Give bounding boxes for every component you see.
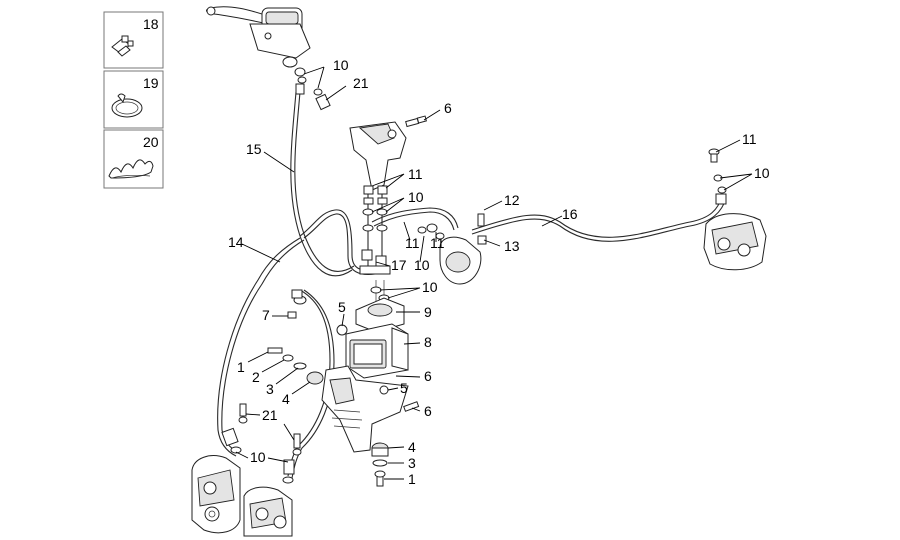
callout-1-left: 1	[237, 359, 245, 375]
callout-12: 12	[504, 192, 520, 208]
front-caliper-fittings	[221, 403, 302, 484]
rear-caliper	[703, 148, 767, 271]
abs-control-unit	[345, 297, 409, 379]
callout-19: 19	[143, 75, 159, 91]
callout-18: 18	[143, 16, 159, 32]
callout-6-top: 6	[444, 100, 452, 116]
cable-guide-icon	[108, 159, 154, 179]
abs-lower-bracket	[321, 365, 420, 453]
callout-4-bottom: 4	[408, 439, 416, 455]
callout-10-center: 10	[414, 257, 430, 273]
callout-11-center: 11	[405, 235, 420, 251]
callout-4-left: 4	[282, 391, 290, 407]
callout-11-pump: 11	[430, 235, 445, 251]
callout-6-mid: 6	[424, 368, 432, 384]
silent-block-stack	[371, 442, 389, 487]
banjo-fittings-top	[294, 67, 331, 111]
leader-lines	[235, 66, 753, 480]
left-small-parts	[267, 289, 348, 385]
brake-hose-14	[217, 237, 301, 457]
callout-14: 14	[228, 234, 244, 250]
callout-5-lower: 5	[400, 380, 408, 396]
callout-15: 15	[246, 141, 262, 157]
callout-13: 13	[504, 238, 520, 254]
callout-6-low: 6	[424, 403, 432, 419]
union-fittings	[359, 185, 391, 302]
front-right-caliper	[243, 486, 293, 537]
callout-7: 7	[262, 307, 270, 323]
inset-box-20: 20	[103, 129, 164, 189]
callout-10-top: 10	[333, 57, 349, 73]
callout-10-mid: 10	[408, 189, 424, 205]
brake-hose-16	[471, 195, 723, 238]
callout-10-pump: 10	[422, 279, 438, 295]
callout-17: 17	[391, 257, 407, 273]
callout-3-bottom: 3	[408, 455, 416, 471]
callout-11-mid: 11	[408, 166, 423, 182]
rear-brake-pump	[417, 213, 487, 285]
callout-16: 16	[562, 206, 578, 222]
callout-1-bottom: 1	[408, 471, 416, 487]
hose-clamp-icon	[111, 93, 143, 118]
abs-upper-bracket	[349, 115, 427, 191]
inset-box-19: 19	[103, 70, 164, 129]
callout-10-bottom: 10	[250, 449, 266, 465]
callout-labels: 10 21 15 6 11 10 14 11 10 17 11 12 13 16…	[228, 57, 770, 487]
callout-5-upper: 5	[338, 299, 346, 315]
callout-11-right: 11	[742, 131, 757, 147]
inset-box-18: 18	[103, 11, 164, 69]
callout-21-top: 21	[353, 75, 369, 91]
callout-21-bottom: 21	[262, 407, 278, 423]
front-left-caliper	[191, 455, 241, 534]
callout-10-right: 10	[754, 165, 770, 181]
callout-8: 8	[424, 334, 432, 350]
callout-9: 9	[424, 304, 432, 320]
callout-2-left: 2	[252, 369, 260, 385]
callout-3-left: 3	[266, 381, 274, 397]
brake-hose-15	[290, 91, 353, 277]
brake-hoses	[217, 91, 727, 479]
hose-clip-icon	[111, 35, 134, 57]
callout-20: 20	[143, 134, 159, 150]
front-master-cylinder	[206, 6, 311, 68]
